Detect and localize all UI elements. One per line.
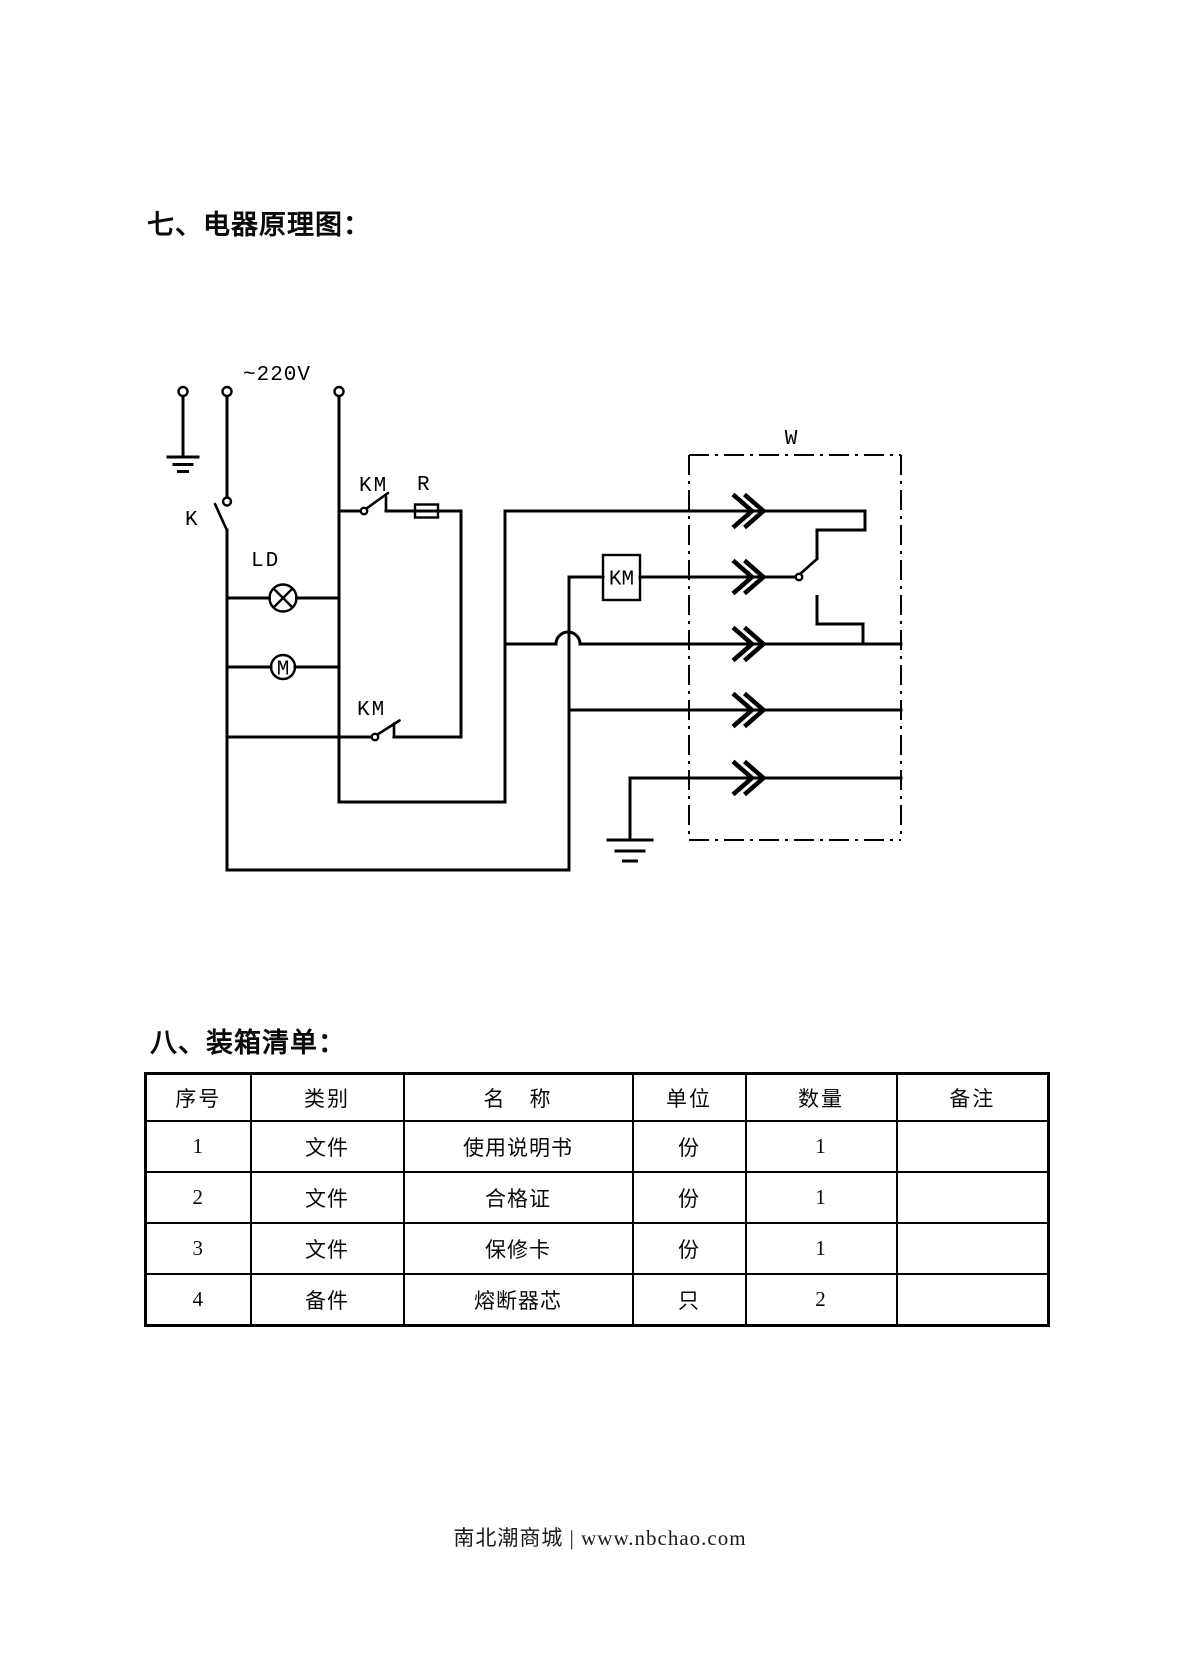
- header-unit: 单位: [631, 1072, 747, 1122]
- section-8-title: 八、装箱清单：: [150, 1028, 346, 1058]
- header-serial: 序号: [144, 1072, 252, 1122]
- table-cell: 2: [144, 1171, 252, 1224]
- ground-right-icon: [606, 838, 654, 863]
- table-cell: 只: [631, 1273, 747, 1327]
- km-coil-label: KM: [609, 569, 634, 592]
- voltage-label: ~220V: [243, 364, 311, 387]
- switch-pivot-icon: [221, 496, 233, 507]
- plug-wire-3: [503, 630, 903, 646]
- table-row: 1 文件 使用说明书 份 1: [144, 1120, 1050, 1173]
- table-cell: 合格证: [402, 1171, 634, 1224]
- table-row: 2 文件 合格证 份 1: [144, 1171, 1050, 1224]
- ground-left-icon: [166, 455, 200, 473]
- motor-m-icon: M: [225, 653, 341, 682]
- fuse-r-icon: [413, 503, 440, 519]
- switch-k: [213, 496, 233, 872]
- km-lower-label: KM: [357, 699, 386, 722]
- terminal-icon: [177, 385, 189, 398]
- table-cell: 文件: [249, 1222, 405, 1275]
- km-coil-box: [601, 553, 642, 602]
- connector-w-label: W: [785, 428, 798, 451]
- w-selector-switch: [794, 557, 865, 646]
- terminal-icon: [221, 385, 233, 398]
- table-cell: [895, 1222, 1050, 1275]
- header-category: 类别: [249, 1072, 405, 1122]
- terminal-icon: [333, 385, 345, 398]
- table-cell: 备件: [249, 1273, 405, 1327]
- plug-chevron-icons: [731, 492, 767, 797]
- table-cell: 1: [744, 1120, 898, 1173]
- km-upper-label: KM: [359, 475, 388, 498]
- table-cell: 文件: [249, 1120, 405, 1173]
- plug-wire-5: [606, 776, 903, 863]
- table-cell: 使用说明书: [402, 1120, 634, 1173]
- table-cell: [895, 1273, 1050, 1327]
- header-quantity: 数量: [744, 1072, 898, 1122]
- circuit-diagram: M: [166, 364, 903, 872]
- connector-w-boundary: [688, 454, 902, 841]
- table-header-row: 序号 类别 名 称 单位 数量 备注: [144, 1072, 1050, 1122]
- table-cell: 1: [744, 1171, 898, 1224]
- table-row: 3 文件 保修卡 份 1: [144, 1222, 1050, 1275]
- diagram-labels: ~220V K LD KM R KM W: [185, 364, 798, 722]
- table-cell: 2: [744, 1273, 898, 1327]
- table-cell: 熔断器芯: [402, 1273, 634, 1327]
- table-cell: 4: [144, 1273, 252, 1327]
- table-cell: [895, 1120, 1050, 1173]
- table-cell: 1: [744, 1222, 898, 1275]
- lamp-ld-icon: [225, 583, 341, 613]
- header-remarks: 备注: [895, 1072, 1050, 1122]
- supply-terminals: [177, 385, 345, 804]
- km-contact-upper: [337, 491, 463, 516]
- km-contact-lower: [225, 719, 463, 742]
- table-row: 4 备件 熔断器芯 只 2: [144, 1273, 1050, 1327]
- table-cell: 3: [144, 1222, 252, 1275]
- table-cell: [895, 1171, 1050, 1224]
- table-cell: 保修卡: [402, 1222, 634, 1275]
- km-coil-circuit: KM: [567, 553, 797, 602]
- table-cell: 文件: [249, 1171, 405, 1224]
- plug-wire-1: [503, 509, 867, 560]
- resistor-r-label: R: [417, 474, 430, 497]
- table-cell: 份: [631, 1120, 747, 1173]
- section-7-title: 七、电器原理图：: [147, 210, 371, 240]
- switch-k-label: K: [185, 509, 198, 532]
- header-name: 名 称: [402, 1072, 634, 1122]
- table-cell: 份: [631, 1222, 747, 1275]
- interconnect-wires: [225, 509, 571, 872]
- lamp-ld-label: LD: [251, 550, 280, 573]
- motor-label: M: [277, 659, 290, 682]
- packing-list-table: 序号 类别 名 称 单位 数量 备注 1 文件 使用说明书 份 1 2 文件 合…: [144, 1072, 1050, 1327]
- footer-text: 南北潮商城 | www.nbchao.com: [453, 1526, 747, 1550]
- table-cell: 份: [631, 1171, 747, 1224]
- table-cell: 1: [144, 1120, 252, 1173]
